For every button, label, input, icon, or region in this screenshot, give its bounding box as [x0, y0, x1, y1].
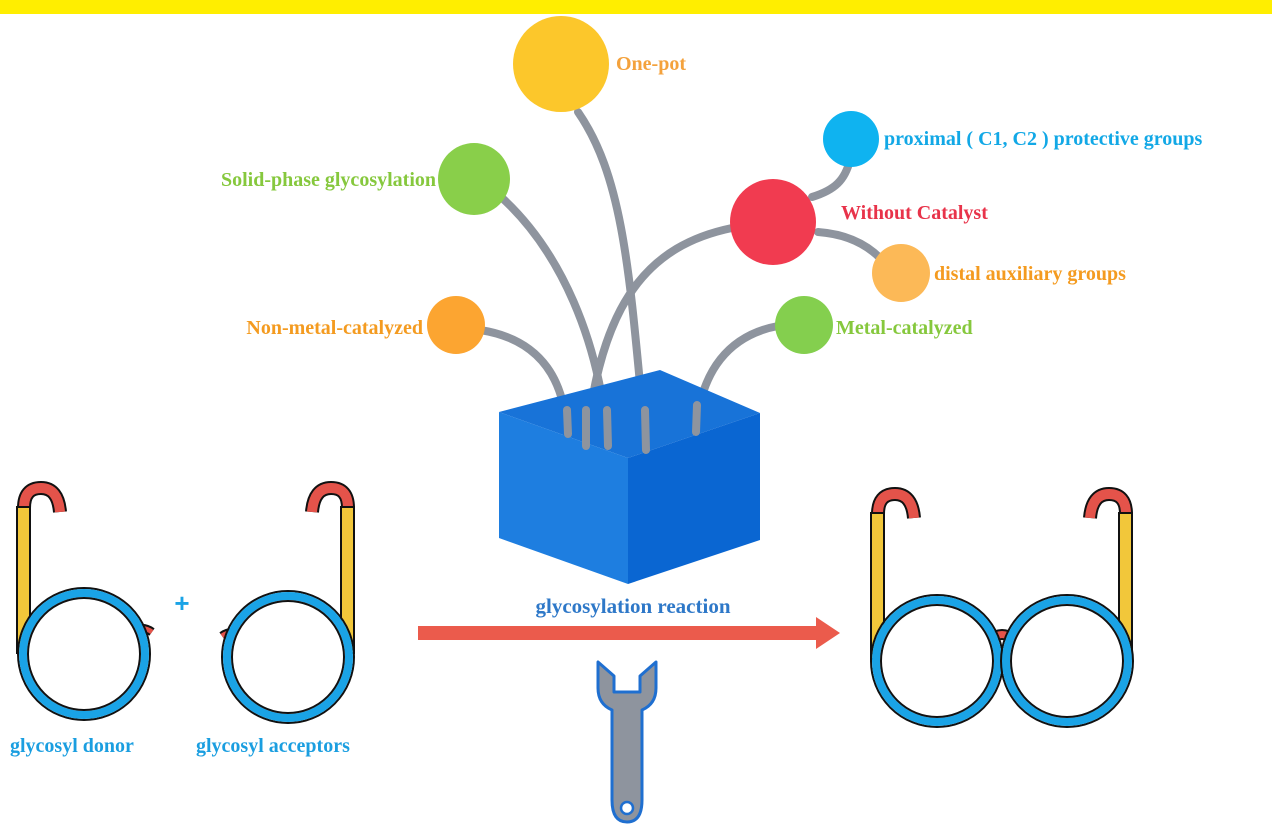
- reaction-label: glycosylation reaction: [535, 594, 730, 618]
- acceptor-label: glycosyl acceptors: [196, 735, 350, 757]
- label-solid-phase: Solid-phase glycosylation: [221, 169, 436, 191]
- plus-sign: +: [174, 588, 189, 618]
- box-front: [499, 412, 628, 584]
- bubble-metal: [775, 296, 833, 354]
- bubble-proximal: [823, 111, 879, 167]
- stem-distal: [814, 228, 884, 262]
- bubble-without-catalyst: [730, 179, 816, 265]
- box-top: [499, 370, 760, 458]
- label-non-metal: Non-metal-catalyzed: [246, 317, 423, 339]
- bubble-non-metal: [427, 296, 485, 354]
- donor-half-glasses-icon: [16, 480, 155, 721]
- bubble-solid-phase: [438, 143, 510, 215]
- label-metal: Metal-catalyzed: [836, 317, 973, 339]
- bubble-distal: [872, 244, 930, 302]
- box-side: [628, 413, 760, 584]
- reaction-arrow: [418, 617, 840, 649]
- wrench-icon: [596, 660, 658, 824]
- reaction-box: [499, 370, 760, 584]
- donor-label: glycosyl donor: [10, 735, 134, 757]
- label-proximal: proximal ( C1, C2 ) protective groups: [884, 128, 1203, 150]
- glasses-icon: [870, 486, 1134, 728]
- approach-bubbles: [427, 16, 930, 354]
- bubble-one-pot: [513, 16, 609, 112]
- top-bar: [0, 0, 1272, 14]
- label-one-pot: One-pot: [616, 53, 686, 75]
- approach-labels: One-pot proximal ( C1, C2 ) protective g…: [221, 53, 1203, 339]
- label-without-catalyst: Without Catalyst: [841, 202, 988, 224]
- acceptor-half-glasses-icon: [219, 480, 355, 724]
- label-distal: distal auxiliary groups: [934, 263, 1126, 285]
- stem-ends: [563, 401, 701, 454]
